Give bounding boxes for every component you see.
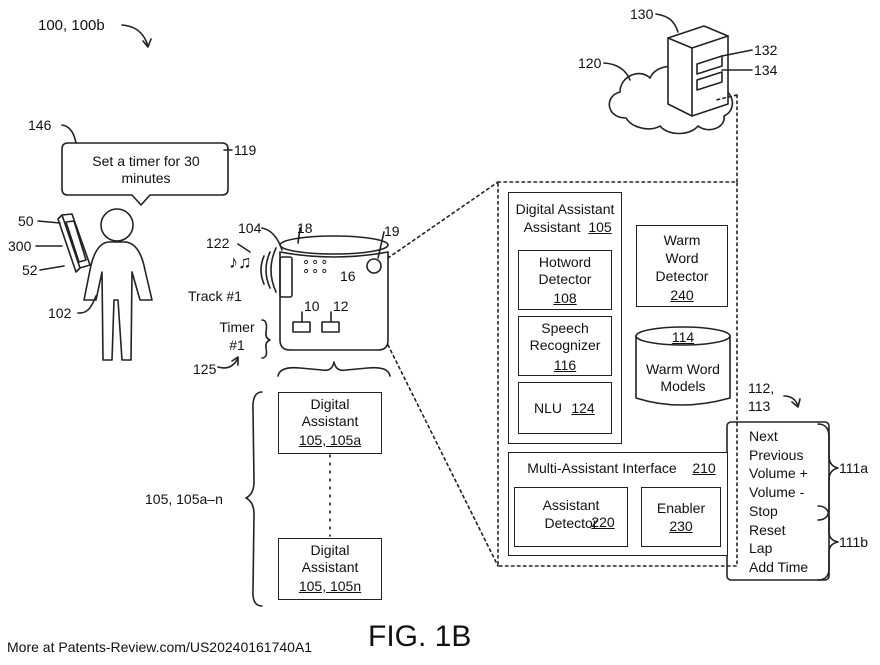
digital-assistant-n-title: Digital Assistant bbox=[288, 542, 372, 576]
ref-122-label: 122 bbox=[206, 235, 229, 252]
assistants-brace bbox=[246, 392, 262, 606]
microphone-icon: ∘∘∘∘∘∘ bbox=[302, 257, 329, 275]
hotword-detector-label: Hotword Detector bbox=[522, 254, 608, 288]
warm-word-item: Stop bbox=[749, 502, 808, 521]
warm-word-item: Volume + bbox=[749, 464, 808, 483]
top-ref-label: 100, 100b bbox=[38, 17, 105, 34]
track-label: Track #1 bbox=[188, 288, 242, 305]
ref-10-label: 10 bbox=[304, 298, 320, 315]
hotword-detector-ref: 108 bbox=[522, 290, 608, 307]
bubble-ref-label: 146 bbox=[28, 117, 51, 134]
speaker-device bbox=[280, 236, 388, 350]
ref-50-line bbox=[38, 221, 60, 223]
warm-word-item: Reset bbox=[749, 521, 808, 540]
warm-word-item: Lap bbox=[749, 539, 808, 558]
bubble-text: Set a timer for 30 minutes bbox=[74, 153, 218, 187]
footer-source: More at Patents-Review.com/US20240161740… bbox=[7, 639, 312, 656]
digital-assistant-n-ref: 105, 105n bbox=[284, 578, 376, 595]
ref-16-label: 16 bbox=[340, 268, 356, 285]
assistant-detector-ref: 220 bbox=[586, 514, 620, 531]
digital-assistant-title: Digital Assistant bbox=[512, 201, 618, 218]
ref-134-label: 134 bbox=[754, 62, 777, 79]
digital-assistant-a-ref: 105, 105a bbox=[284, 432, 376, 449]
warm-word-detector-ref: 240 bbox=[646, 287, 718, 304]
enabler-ref: 230 bbox=[645, 518, 717, 535]
ref-19-label: 19 bbox=[384, 223, 400, 240]
user-figure bbox=[84, 209, 152, 360]
enabler-box bbox=[641, 487, 721, 547]
server-tower bbox=[668, 26, 728, 116]
multi-assistant-interface-label: Multi-Assistant Interface bbox=[514, 460, 690, 477]
ref-12-label: 12 bbox=[333, 298, 349, 315]
timer-label: Timer #1 bbox=[214, 318, 260, 354]
warm-words-ref: 112, bbox=[748, 380, 774, 397]
speech-recognizer-label: Speech Recognizer bbox=[522, 320, 608, 354]
warm-word-item: Add Time bbox=[749, 558, 808, 577]
ref-102-label: 102 bbox=[48, 305, 71, 322]
warm-word-item: Volume - bbox=[749, 483, 808, 502]
ref-130-line bbox=[656, 14, 678, 32]
warm-word-item: Next bbox=[749, 427, 808, 446]
warm-word-models-label: Warm Word Models bbox=[638, 361, 728, 395]
digital-assistant-prefix: Assistant bbox=[516, 219, 588, 236]
speech-recognizer-ref: 116 bbox=[522, 357, 608, 374]
warm-words-ref2: 113 bbox=[748, 398, 770, 415]
ref-52-line bbox=[40, 266, 64, 270]
ref-18-label: 18 bbox=[297, 220, 313, 237]
ref-120-line bbox=[604, 63, 630, 80]
ref-122-line bbox=[238, 244, 250, 252]
ref-102-line bbox=[78, 296, 96, 313]
ref-104-label: 104 bbox=[238, 220, 261, 237]
ref-130-label: 130 bbox=[630, 6, 653, 23]
warm-word-detector-label: Warm Word Detector bbox=[646, 231, 718, 285]
music-notes-icon: ♪♫ bbox=[229, 254, 252, 271]
assistants-group-ref: 105, 105a–n bbox=[145, 491, 223, 508]
sound-waves bbox=[261, 248, 276, 292]
handheld-device bbox=[58, 214, 90, 272]
set-b-ref: 111b bbox=[839, 534, 868, 551]
device-brace bbox=[278, 362, 390, 376]
utterance-ref-label: 119 bbox=[234, 142, 256, 159]
digital-assistant-a-title: Digital Assistant bbox=[288, 396, 372, 430]
warm-word-models-ref: 114 bbox=[660, 329, 706, 346]
multi-assistant-interface-ref: 210 bbox=[688, 460, 720, 477]
warm-words-list: Next Previous Volume + Volume - Stop Res… bbox=[749, 427, 808, 577]
timer-brace bbox=[262, 320, 270, 358]
digital-assistant-ref: 105 bbox=[588, 219, 612, 236]
ref-300-label: 300 bbox=[8, 238, 31, 255]
nlu-ref: 124 bbox=[568, 400, 598, 417]
ref-125-label: 125 bbox=[193, 361, 216, 378]
set-a-ref: 111a bbox=[839, 460, 868, 477]
ref-104-line bbox=[262, 228, 282, 250]
ref-52-label: 52 bbox=[22, 262, 38, 279]
enabler-label: Enabler bbox=[645, 500, 717, 517]
bubble-ref-line bbox=[62, 125, 76, 143]
nlu-label: NLU bbox=[530, 400, 566, 417]
ref-50-label: 50 bbox=[18, 213, 34, 230]
ref-132-label: 132 bbox=[754, 42, 777, 59]
warm-word-item: Previous bbox=[749, 446, 808, 465]
ref-120-label: 120 bbox=[578, 55, 601, 72]
figure-caption: FIG. 1B bbox=[368, 620, 471, 654]
set-b-brace bbox=[818, 506, 838, 580]
